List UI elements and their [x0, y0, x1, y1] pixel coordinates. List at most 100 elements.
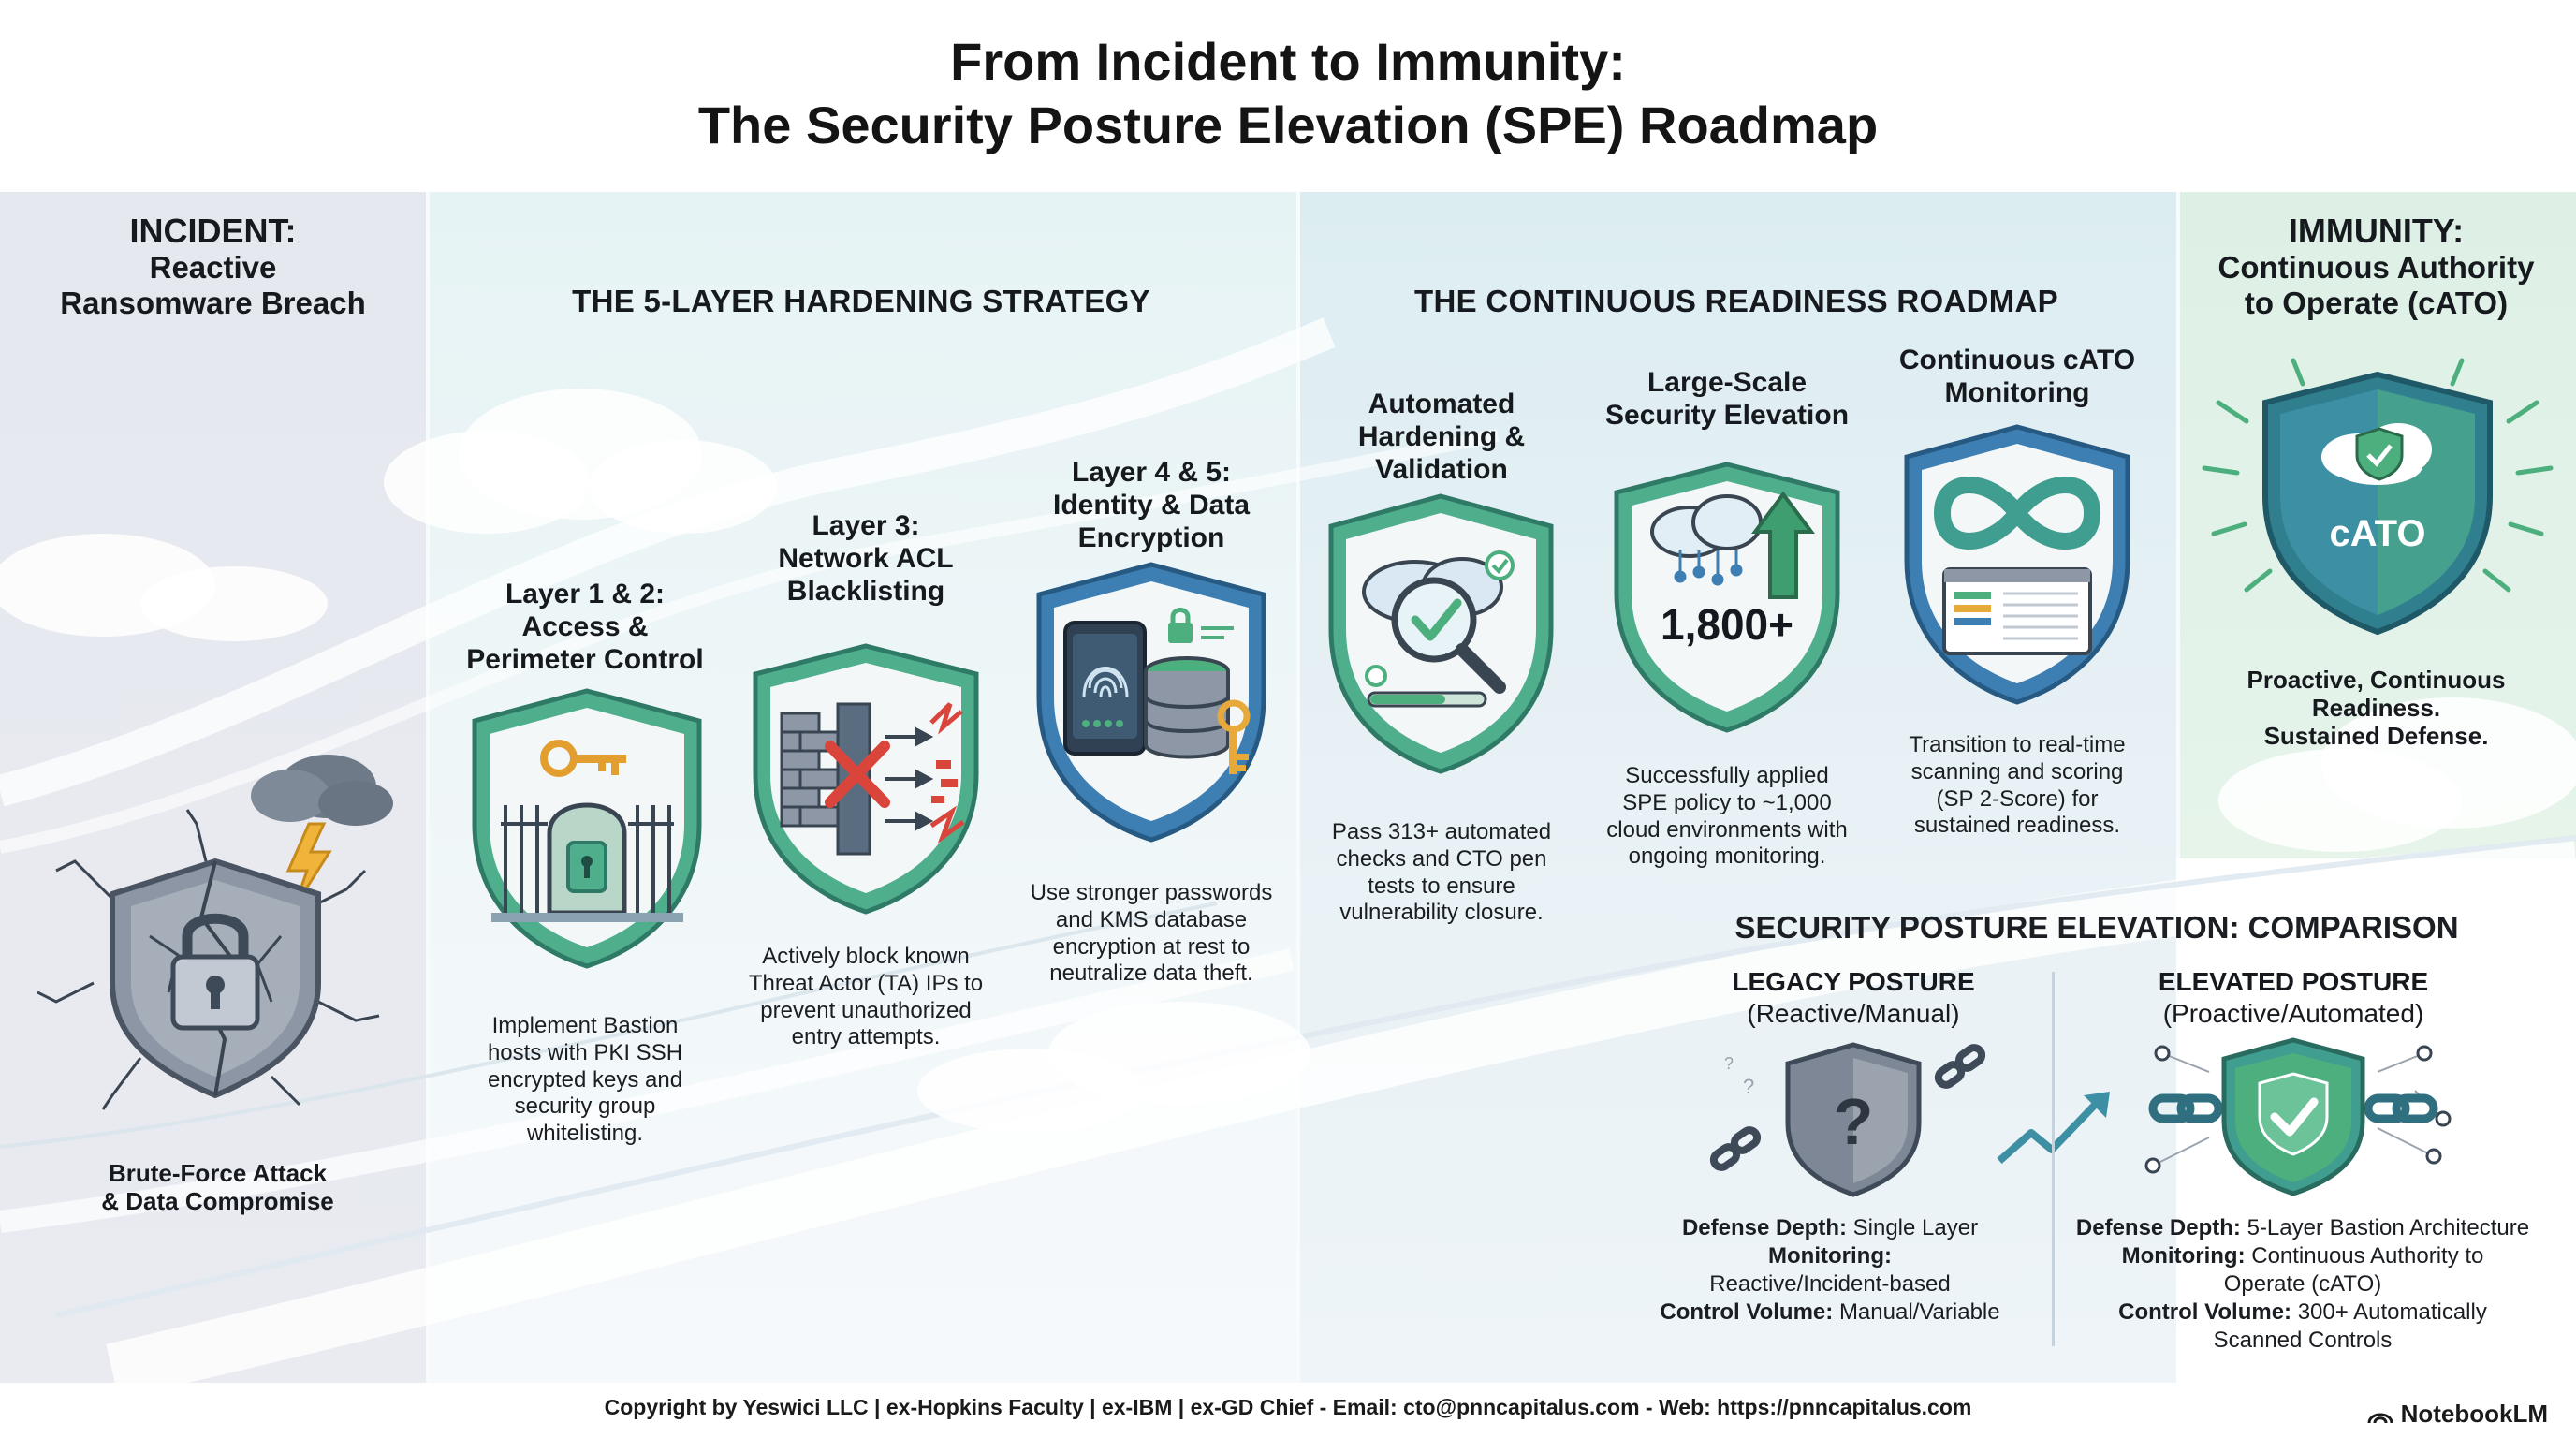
elevated-subtitle: (Proactive/Automated) — [2162, 998, 2424, 1028]
elevated-control-volume-value-2: Scanned Controls — [2213, 1328, 2393, 1353]
incident-caption-2: & Data Compromise — [101, 1187, 334, 1216]
elevated-posture-heading: ELEVATED POSTURE (Proactive/Automated) — [2097, 966, 2490, 1029]
layer-1-2-label-3: Perimeter Control — [466, 643, 704, 675]
roadmap-step-3-desc-2: scanning and scoring — [1910, 758, 2124, 785]
elevated-monitoring-label: Monitoring: — [2121, 1243, 2246, 1269]
layer-3-description: Actively block known Threat Actor (TA) I… — [725, 944, 1006, 1051]
layer-1-2-label: Layer 1 & 2: Access & Perimeter Control — [431, 579, 739, 676]
elevated-control-volume: Control Volume: 300+ Automatically — [2059, 1299, 2546, 1327]
layer-1-2-description: Implement Bastion hosts with PKI SSH enc… — [440, 1013, 730, 1148]
immunity-heading: IMMUNITY: Continuous Authority to Operat… — [2176, 212, 2576, 320]
roadmap-step-3-desc-3: (SP 2-Score) for — [1936, 785, 2099, 812]
roadmap-step-1-desc-1: Pass 313+ automated — [1331, 819, 1552, 844]
elevated-chain-shield-icon — [2144, 1037, 2452, 1196]
layer-3-label-1: Layer 3: — [812, 510, 920, 541]
elevated-defense-depth-label: Defense Depth: — [2075, 1215, 2241, 1240]
layer-4-5-desc-2: and KMS database — [1055, 906, 1248, 932]
immunity-badge: cATO — [2330, 513, 2426, 554]
elevated-defense-depth-value: 5-Layer Bastion Architecture — [2247, 1215, 2530, 1240]
immunity-subheading-1: Continuous Authority — [2217, 250, 2535, 286]
roadmap-step-1-label-1: Automated — [1368, 389, 1515, 419]
roadmap-step-2-label-2: Security Elevation — [1604, 399, 1850, 431]
legacy-monitoring-label: Monitoring: — [1768, 1243, 1892, 1269]
incident-heading: INCIDENT: Reactive Ransomware Breach — [0, 212, 426, 320]
firewall-block-shield-icon — [753, 643, 979, 915]
title-line-1: From Incident to Immunity: — [950, 32, 1626, 91]
incident-subheading-1: Reactive — [149, 250, 277, 286]
footer-copyright: Copyright by Yeswici LLC | ex-Hopkins Fa… — [604, 1395, 1972, 1419]
immunity-description: Proactive, Continuous Readiness. Sustain… — [2176, 666, 2576, 751]
roadmap-step-1-label: Automated Hardening & Validation — [1306, 389, 1577, 486]
legacy-control-volume-label: Control Volume: — [1660, 1299, 1834, 1325]
immunity-desc-1: Proactive, Continuous — [2247, 666, 2506, 694]
roadmap-step-2-description: Successfully applied SPE policy to ~1,00… — [1582, 763, 1872, 871]
fingerprint-database-shield-icon — [1036, 562, 1266, 843]
layer-1-2-desc-4: security group — [514, 1093, 656, 1120]
layer-1-2-desc-1: Implement Bastion — [491, 1013, 679, 1038]
hardening-title: THE 5-LAYER HARDENING STRATEGY — [572, 284, 1150, 318]
layer-3-desc-1: Actively block known — [762, 944, 970, 969]
roadmap-step-1-label-2: Hardening & — [1357, 420, 1526, 452]
layer-4-5-label: Layer 4 & 5: Identity & Data Encryption — [1002, 457, 1301, 554]
layer-4-5-desc-1: Use stronger passwords — [1030, 880, 1273, 905]
legacy-monitoring-value: Reactive/Incident-based — [1709, 1271, 1951, 1297]
layer-4-5-description: Use stronger passwords and KMS database … — [1006, 880, 1296, 988]
layer-3-desc-4: entry attempts. — [791, 1024, 941, 1050]
layer-1-2-label-1: Layer 1 & 2: — [505, 579, 666, 609]
notebooklm-logo-icon — [2367, 1413, 2393, 1423]
roadmap-step-2-desc-4: ongoing monitoring. — [1628, 844, 1826, 870]
elevated-monitoring-value-2: Operate (cATO) — [2223, 1271, 2382, 1297]
background-swoosh-decoration — [0, 317, 2576, 1383]
layer-4-5-label-1: Layer 4 & 5: — [1071, 457, 1232, 488]
roadmap-step-3-label: Continuous cATO Monitoring — [1872, 345, 2162, 410]
magnifier-check-shield-icon — [1328, 493, 1554, 774]
elevated-monitoring: Monitoring: Continuous Authority to — [2059, 1242, 2546, 1270]
svg-text:?: ? — [1834, 1085, 1874, 1158]
immunity-desc-2: Readiness. — [2311, 693, 2441, 722]
svg-text:?: ? — [1724, 1054, 1734, 1073]
layer-3-label: Layer 3: Network ACL Blacklisting — [721, 510, 1011, 608]
legacy-defense-depth-label: Defense Depth: — [1681, 1215, 1847, 1240]
layer-1-2-label-2: Access & — [521, 610, 649, 642]
elevated-defense-depth: Defense Depth: 5-Layer Bastion Architect… — [2059, 1214, 2546, 1242]
roadmap-step-1-desc-3: tests to ensure — [1368, 873, 1515, 899]
roadmap-step-2-desc-1: Successfully applied — [1625, 763, 1829, 788]
elevated-details: Defense Depth: 5-Layer Bastion Architect… — [2059, 1214, 2546, 1355]
comparison-divider — [2052, 972, 2055, 1346]
roadmap-panel — [1296, 192, 2176, 1383]
elevated-control-volume-label: Control Volume: — [2118, 1299, 2292, 1325]
layer-1-2-desc-3: encrypted keys and — [487, 1066, 683, 1093]
roadmap-title: THE CONTINUOUS READINESS ROADMAP — [1414, 284, 2058, 318]
incident-caption: Brute-Force Attack & Data Compromise — [0, 1159, 435, 1215]
roadmap-step-2-desc-3: cloud environments with — [1606, 816, 1848, 843]
immunity-subheading-2: to Operate (cATO) — [2244, 285, 2509, 320]
layer-3-label-2: Network ACL — [778, 542, 954, 574]
improvement-arrow-icon — [1997, 1092, 2110, 1164]
gate-key-shield-icon — [472, 688, 702, 969]
immunity-heading-label: IMMUNITY: — [2288, 212, 2465, 250]
incident-caption-1: Brute-Force Attack — [108, 1159, 328, 1187]
page-title: From Incident to Immunity: The Security … — [0, 30, 2576, 158]
roadmap-step-3-description: Transition to real-time scanning and sco… — [1872, 732, 2162, 840]
legacy-control-volume: Control Volume: Manual/Variable — [1610, 1299, 2050, 1327]
storm-cloud-icon — [251, 755, 393, 909]
legacy-question-shield-icon: ? ? ? — [1709, 1042, 1986, 1197]
svg-text:?: ? — [1743, 1075, 1754, 1098]
legacy-details: Defense Depth: Single Layer Monitoring: … — [1610, 1214, 2050, 1327]
layer-4-5-label-3: Encryption — [1077, 521, 1225, 553]
layer-4-5-label-2: Identity & Data — [1052, 489, 1251, 521]
infinity-monitoring-shield-icon — [1904, 424, 2130, 705]
incident-heading-label: INCIDENT: — [129, 212, 297, 250]
legacy-defense-depth: Defense Depth: Single Layer — [1610, 1214, 2050, 1242]
incident-subheading-2: Ransomware Breach — [60, 285, 366, 320]
layer-1-2-desc-5: whitelisting. — [526, 1121, 644, 1147]
roadmap-step-2-desc-2: SPE policy to ~1,000 — [1622, 789, 1832, 815]
roadmap-step-1-label-3: Validation — [1375, 453, 1508, 485]
immunity-desc-3: Sustained Defense. — [2263, 721, 2489, 750]
elevated-monitoring-value-1: Continuous Authority to — [2251, 1243, 2484, 1269]
legacy-posture-heading: LEGACY POSTURE (Reactive/Manual) — [1657, 966, 2050, 1029]
roadmap-step-2-label-1: Large-Scale — [1647, 367, 1808, 398]
layer-4-5-desc-3: encryption at rest to — [1052, 933, 1251, 960]
roadmap-step-1-desc-4: vulnerability closure. — [1339, 900, 1544, 926]
roadmap-step-2-label: Large-Scale Security Elevation — [1587, 367, 1867, 433]
